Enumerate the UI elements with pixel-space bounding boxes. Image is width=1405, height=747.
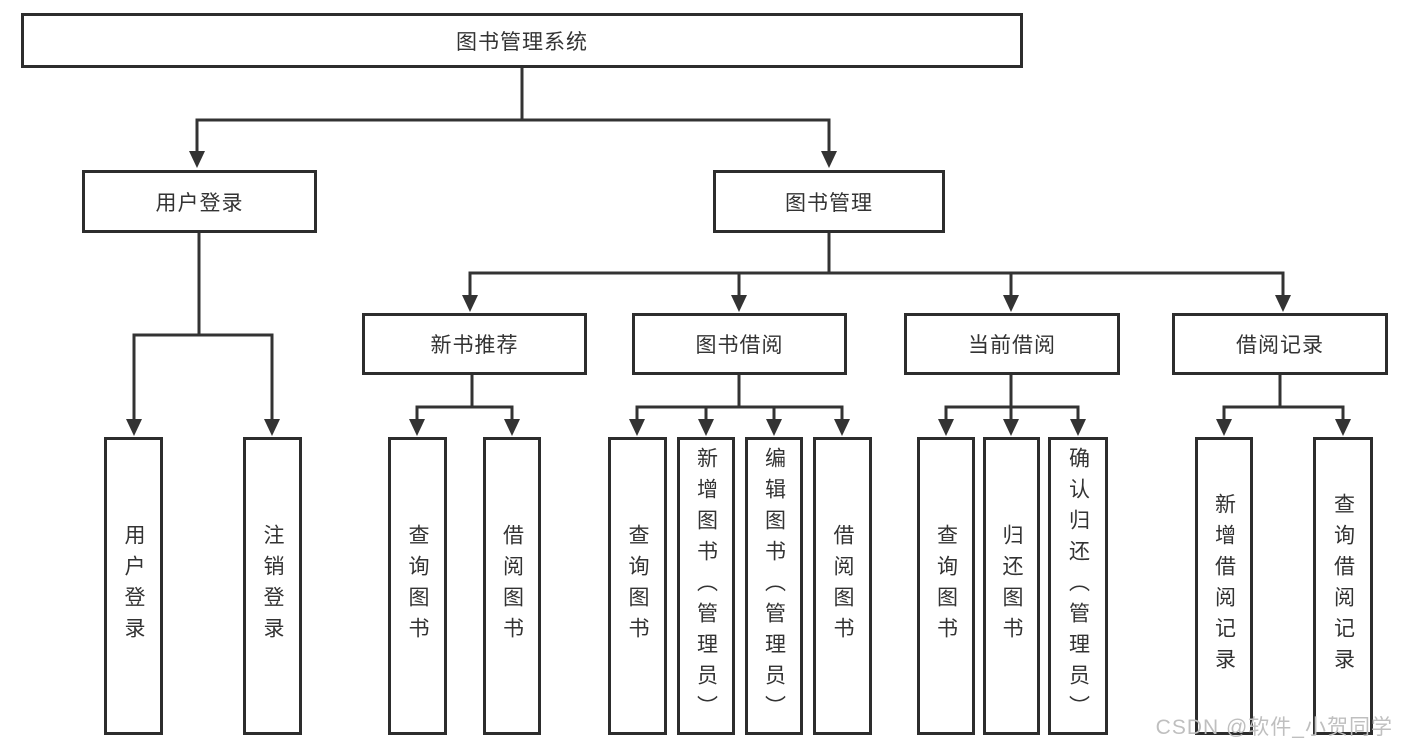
leaf-user-login-label: 用户登录 [122, 524, 145, 648]
leaf-borrow-books-recommend: 借阅图书 [483, 437, 541, 735]
leaf-logout-label: 注销登录 [261, 524, 284, 648]
leaf-borrow-books-label: 借阅图书 [831, 524, 854, 648]
leaf-add-book-admin-label: 新增图书（管理员） [694, 446, 718, 726]
leaf-add-borrow-record-label: 新增借阅记录 [1212, 493, 1236, 679]
node-current-borrow: 当前借阅 [904, 313, 1120, 375]
leaf-query-borrow-record: 查询借阅记录 [1313, 437, 1373, 735]
leaf-query-books-current: 查询图书 [917, 437, 975, 735]
leaf-return-book: 归还图书 [983, 437, 1040, 735]
node-new-book-recommend: 新书推荐 [362, 313, 587, 375]
node-book-management: 图书管理 [713, 170, 945, 233]
leaf-confirm-return-admin-label: 确认归还（管理员） [1066, 446, 1090, 726]
leaf-query-books-current-label: 查询图书 [934, 524, 958, 648]
leaf-query-books-recommend-label: 查询图书 [406, 524, 429, 648]
leaf-borrow-books-recommend-label: 借阅图书 [500, 524, 524, 648]
leaf-add-borrow-record: 新增借阅记录 [1195, 437, 1253, 735]
node-book-borrow-label: 图书借阅 [695, 334, 784, 357]
node-book-management-label: 图书管理 [785, 191, 873, 215]
node-book-borrow: 图书借阅 [632, 313, 847, 375]
leaf-logout: 注销登录 [243, 437, 302, 735]
node-root: 图书管理系统 [21, 13, 1023, 68]
csdn-watermark: CSDN @软件_小贺同学 [1155, 716, 1393, 739]
node-borrow-records: 借阅记录 [1172, 313, 1388, 375]
leaf-user-login: 用户登录 [104, 437, 163, 735]
leaf-edit-book-admin: 编辑图书（管理员） [745, 437, 803, 735]
leaf-add-book-admin: 新增图书（管理员） [677, 437, 735, 735]
node-user-login: 用户登录 [82, 170, 317, 233]
node-borrow-records-label: 借阅记录 [1236, 334, 1324, 357]
leaf-return-book-label: 归还图书 [1000, 524, 1023, 648]
leaf-borrow-books: 借阅图书 [813, 437, 872, 735]
node-new-book-recommend-label: 新书推荐 [430, 334, 519, 357]
leaf-query-books-borrow-label: 查询图书 [626, 524, 649, 648]
node-current-borrow-label: 当前借阅 [968, 334, 1056, 357]
leaf-query-books-borrow: 查询图书 [608, 437, 667, 735]
node-root-label: 图书管理系统 [456, 30, 588, 54]
leaf-confirm-return-admin: 确认归还（管理员） [1048, 437, 1108, 735]
node-user-login-label: 用户登录 [155, 191, 244, 215]
leaf-edit-book-admin-label: 编辑图书（管理员） [762, 446, 786, 726]
leaf-query-borrow-record-label: 查询借阅记录 [1331, 493, 1355, 679]
leaf-query-books-recommend: 查询图书 [388, 437, 447, 735]
